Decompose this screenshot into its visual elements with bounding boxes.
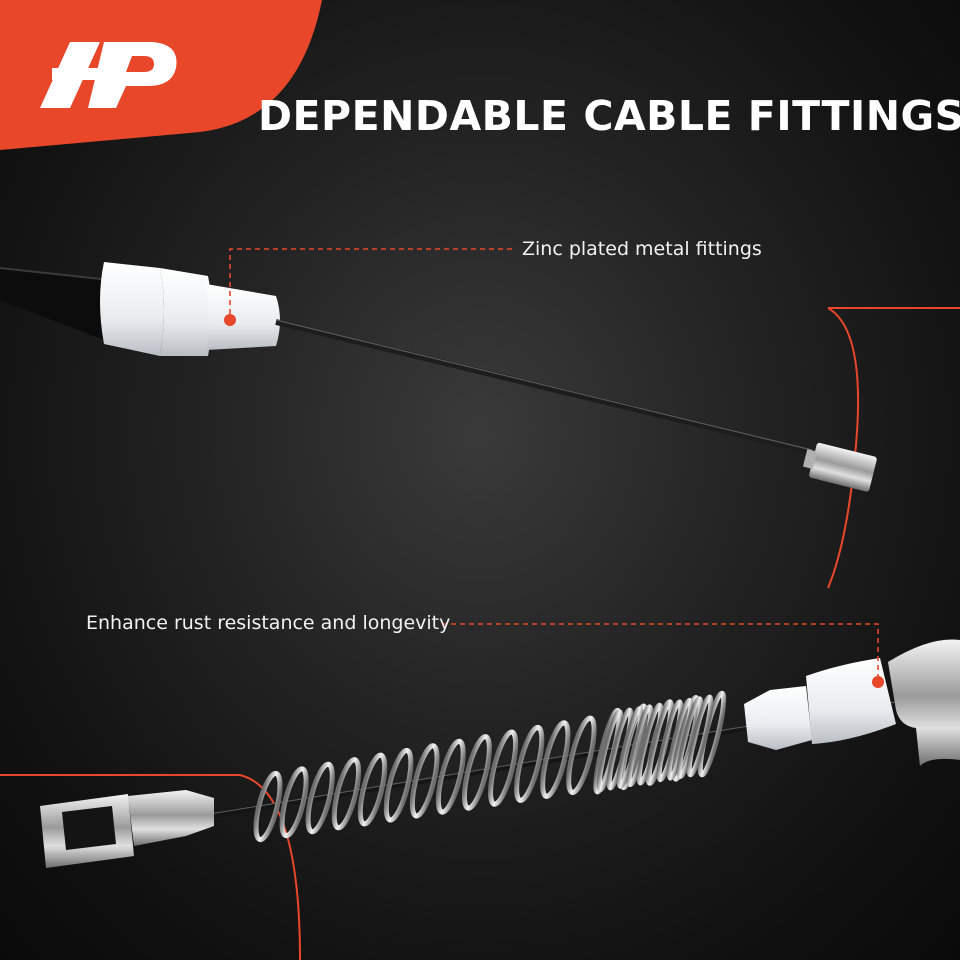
upper-end-fitting (100, 262, 164, 356)
lower-cable (40, 639, 960, 868)
upper-barrel-fitting (802, 442, 877, 492)
accent-curve-right (827, 307, 860, 589)
spring-coil (357, 752, 388, 827)
page-title: DEPENDABLE CABLE FITTINGS (258, 92, 960, 140)
upper-cable (0, 262, 877, 492)
spring-coil (305, 761, 335, 835)
lower-bracket (888, 639, 960, 766)
spring-coil (514, 724, 545, 803)
brand-logo-icon (40, 42, 177, 108)
spring-coil (435, 738, 466, 815)
spring-coil (253, 770, 283, 843)
spring-coil (540, 720, 571, 799)
spring-coil (566, 715, 597, 795)
spring-coil (331, 757, 362, 831)
spring-coil (409, 743, 440, 819)
callout-2-leader (442, 623, 884, 688)
callout-label-rust-resistance: Enhance rust resistance and longevity (86, 612, 451, 634)
callout-1-leader (224, 248, 512, 326)
spring-coil (686, 694, 714, 778)
spring-coil (488, 729, 519, 807)
spring-coil (279, 766, 309, 839)
spring-coil (383, 747, 414, 823)
compression-spring (253, 690, 727, 843)
lower-end-fitting (744, 686, 812, 750)
callout-label-zinc-fittings: Zinc plated metal fittings (522, 238, 762, 260)
spring-coil (461, 734, 492, 811)
lower-eyelet-fitting (40, 790, 214, 868)
